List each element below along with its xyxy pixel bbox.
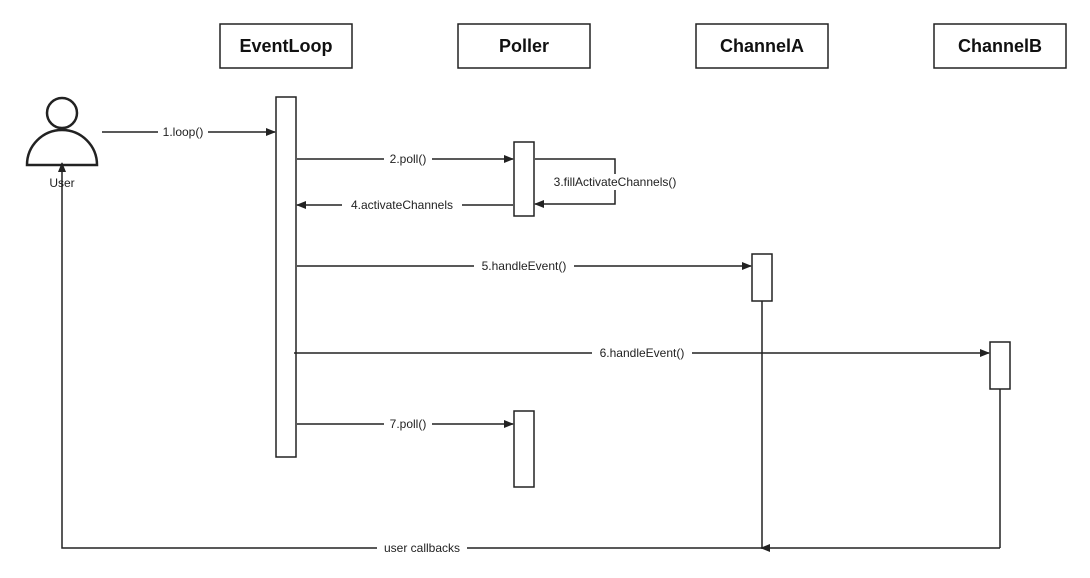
message-3-label: 3.fillActivateChannels() [554,175,677,189]
message-7-label: 7.poll() [390,417,427,431]
object-eventloop: EventLoop [219,23,353,69]
object-channela-label: ChannelA [720,36,804,56]
message-6-label: 6.handleEvent() [600,346,685,360]
eventloop-activation [275,96,297,458]
channelb-activation [989,341,1011,390]
message-4-label: 4.activateChannels [351,198,453,212]
object-eventloop-label: EventLoop [240,36,333,56]
message-7-poll: 7.poll() [297,416,514,432]
message-6-handle-event: 6.handleEvent() [294,345,990,361]
message-4-activate-channels: 4.activateChannels [296,197,513,213]
object-poller-label: Poller [499,36,549,56]
poller-activation-2 [513,410,535,488]
message-2-poll: 2.poll() [297,151,514,167]
message-3-fill-activate-channels: 3.fillActivateChannels() [534,158,687,208]
object-channela: ChannelA [695,23,829,69]
object-poller: Poller [457,23,591,69]
object-channelb: ChannelB [933,23,1067,69]
channela-activation [751,253,773,302]
message-8-label: user callbacks [384,541,460,555]
message-5-handle-event: 5.handleEvent() [297,258,752,274]
object-channelb-label: ChannelB [958,36,1042,56]
message-1-loop: 1.loop() [102,124,276,140]
poller-activation-1 [513,141,535,217]
message-1-label: 1.loop() [163,125,204,139]
message-5-label: 5.handleEvent() [482,259,567,273]
user-actor-icon [25,96,99,167]
message-2-label: 2.poll() [390,152,427,166]
message-8-user-callbacks: user callbacks [58,162,1000,556]
